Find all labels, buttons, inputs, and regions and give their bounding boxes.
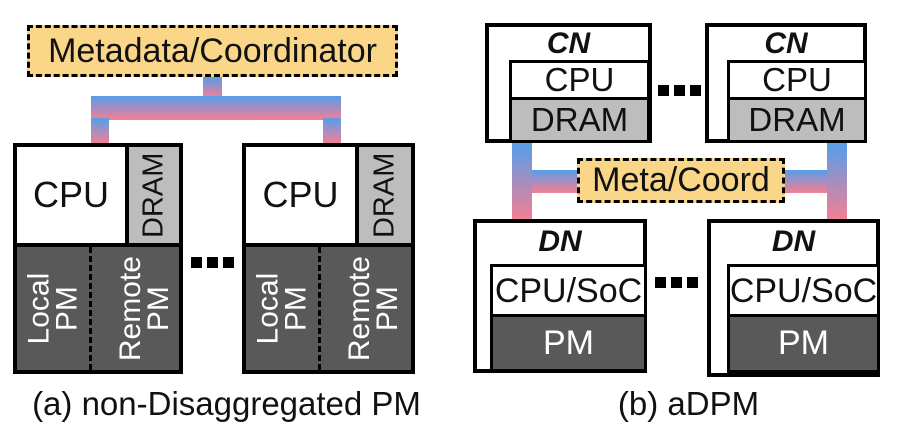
cn1-dram-box: DRAM (509, 97, 650, 143)
node1-remote-pm-label: Remote PM (113, 255, 175, 362)
node2-cpu-label: CPU (262, 174, 339, 215)
cn2-cpu-label: CPU (762, 61, 832, 98)
node1-remote-pm: Remote PM (88, 247, 197, 370)
dot-icon (655, 277, 666, 288)
node2-dram-box: DRAM (355, 143, 415, 247)
coordinator-link-stub-a (203, 77, 222, 98)
node1-cpu-label: CPU (32, 174, 109, 215)
cn2-title: CN (764, 27, 808, 60)
dn2-title: DN (771, 225, 816, 258)
dot-icon (687, 277, 698, 288)
meta-coord-label: Meta/Coord (592, 161, 770, 199)
dn2-pm-box: PM (727, 314, 880, 373)
dot-icon (671, 277, 682, 288)
caption-a: (a) non-Disaggregated PM (32, 385, 421, 422)
cn1-title: CN (546, 27, 591, 60)
ellipsis-dots-dn (655, 277, 698, 288)
dn1-pm-box: PM (490, 314, 647, 372)
node2-cpu-box: CPU (242, 143, 359, 247)
node1-local-pm-label: Local PM (22, 272, 83, 345)
node2-local-pm-label: Local PM (251, 272, 312, 345)
dn2-cpusoc-box: CPU/SoC (727, 264, 880, 318)
cn2-cpu-box: CPU (727, 60, 867, 100)
dot-icon (207, 257, 218, 268)
dn1-cpusoc-label: CPU/SoC (494, 271, 643, 310)
node2-local-pm: Local PM (246, 247, 318, 370)
cn2-dram-label: DRAM (748, 101, 846, 138)
node2-pm-box: Local PM Remote PM (242, 243, 415, 374)
metadata-coordinator-box: Metadata/Coordinator (27, 25, 398, 77)
node1-dram-label: DRAM (137, 152, 170, 238)
dot-icon (191, 257, 202, 268)
dot-icon (658, 85, 669, 96)
node2-remote-pm-label: Remote PM (342, 255, 404, 362)
meta-coord-box: Meta/Coord (577, 158, 785, 203)
dn1-cpusoc-box: CPU/SoC (490, 264, 647, 318)
bus-bar-a (91, 96, 341, 120)
node1-cpu-box: CPU (13, 143, 129, 247)
ellipsis-dots-a (191, 257, 234, 268)
caption-b: (b) aDPM (617, 385, 760, 422)
metadata-coordinator-label: Metadata/Coordinator (48, 31, 377, 70)
dn2-cpusoc-label: CPU/SoC (729, 271, 878, 310)
bus-drop-right-a (323, 118, 341, 144)
ellipsis-dots-cn (658, 85, 701, 96)
cn2-dram-box: DRAM (727, 97, 867, 143)
dn1-title: DN (538, 225, 582, 258)
dn2-pm-label: PM (778, 324, 829, 362)
node2-dram-label: DRAM (368, 152, 401, 238)
node2-remote-pm: Remote PM (317, 247, 426, 370)
cn1-cpu-label: CPU (544, 61, 615, 98)
dn1-pm-label: PM (543, 323, 594, 362)
connector-left-b (512, 143, 532, 221)
dot-icon (223, 257, 234, 268)
cn1-dram-label: DRAM (530, 101, 629, 138)
connector-right-b (827, 143, 847, 221)
dot-icon (674, 85, 685, 96)
cn1-cpu-box: CPU (509, 60, 650, 100)
dot-icon (690, 85, 701, 96)
node1-local-pm: Local PM (17, 247, 89, 370)
node1-dram-box: DRAM (125, 143, 183, 247)
bus-drop-left-a (91, 118, 109, 144)
node1-pm-box: Local PM Remote PM (13, 243, 183, 374)
